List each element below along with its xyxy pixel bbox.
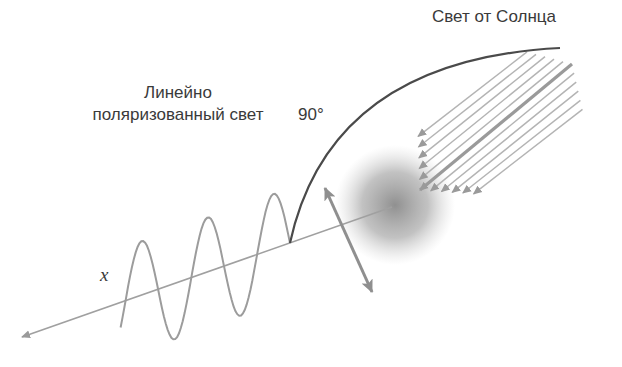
angle-label: 90° — [296, 104, 326, 126]
sun-rays — [418, 52, 582, 194]
angle-arc — [290, 48, 560, 243]
sun-ray — [420, 64, 572, 190]
sun-ray — [442, 82, 577, 191]
sun-ray — [419, 54, 537, 147]
sun-ray — [452, 91, 578, 192]
sun-ray — [474, 109, 583, 193]
source-label: Свет от Солнца — [432, 6, 602, 28]
light-wave — [121, 194, 290, 339]
sun-ray — [419, 59, 554, 168]
x-axis — [22, 207, 392, 337]
sun-ray — [463, 100, 581, 193]
polarization-arrow — [325, 188, 372, 292]
axis-label: x — [100, 264, 120, 286]
wave-label: Линейно поляризованный свет — [84, 82, 272, 126]
